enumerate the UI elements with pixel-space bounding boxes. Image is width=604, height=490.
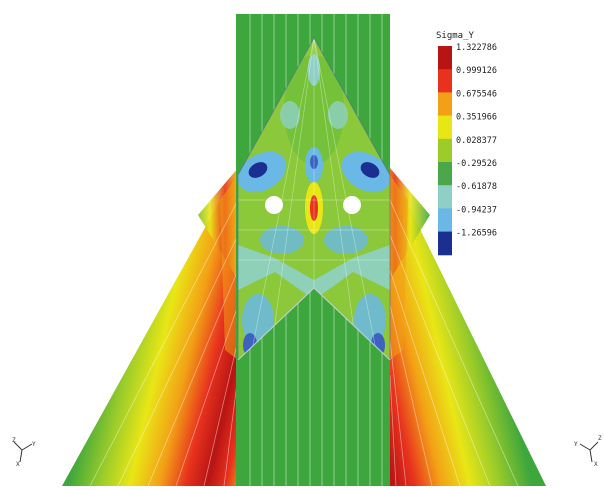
legend-label: 1.322786 [456, 43, 497, 53]
legend-swatch [438, 46, 452, 70]
svg-text:Z: Z [598, 435, 602, 442]
legend-swatch [438, 208, 452, 233]
legend-label: -0.94237 [456, 205, 497, 215]
svg-text:X: X [594, 461, 598, 468]
axis-triad-right-icon: Y X Z [574, 435, 602, 468]
svg-text:Z: Z [12, 437, 16, 444]
bolt-hole-right [343, 196, 361, 214]
legend-swatch [438, 92, 452, 117]
legend-swatch [438, 115, 452, 140]
legend-label: -0.61878 [456, 182, 497, 192]
axis-triad-left-icon: Y X Z [12, 437, 36, 468]
legend-title: Sigma_Y [436, 31, 475, 41]
legend-swatch [438, 69, 452, 93]
legend-label: -0.29526 [456, 159, 497, 169]
bolt-hole-left [265, 196, 283, 214]
legend-label: 0.351966 [456, 113, 497, 123]
left-diagonal-brace [62, 168, 238, 486]
legend-labels: 1.322786 0.999126 0.675546 0.351966 0.028377… [456, 43, 497, 239]
legend-label: 0.999126 [456, 66, 497, 76]
legend-color-bar [438, 46, 452, 256]
legend-label: 0.028377 [456, 136, 497, 146]
svg-text:Y: Y [574, 441, 578, 448]
svg-text:Y: Y [32, 441, 36, 448]
legend-label: 0.675546 [456, 89, 497, 99]
legend-swatch [438, 138, 452, 163]
right-diagonal-brace [390, 168, 546, 486]
svg-text:X: X [16, 461, 20, 468]
contour-legend: Sigma_Y 1.322786 0.999126 0.675546 0.351966… [436, 31, 497, 256]
legend-swatch [438, 185, 452, 209]
legend-swatch [438, 162, 452, 186]
gusset-plate [237, 36, 391, 362]
legend-label: -1.26596 [456, 229, 497, 239]
legend-swatch [438, 231, 452, 256]
